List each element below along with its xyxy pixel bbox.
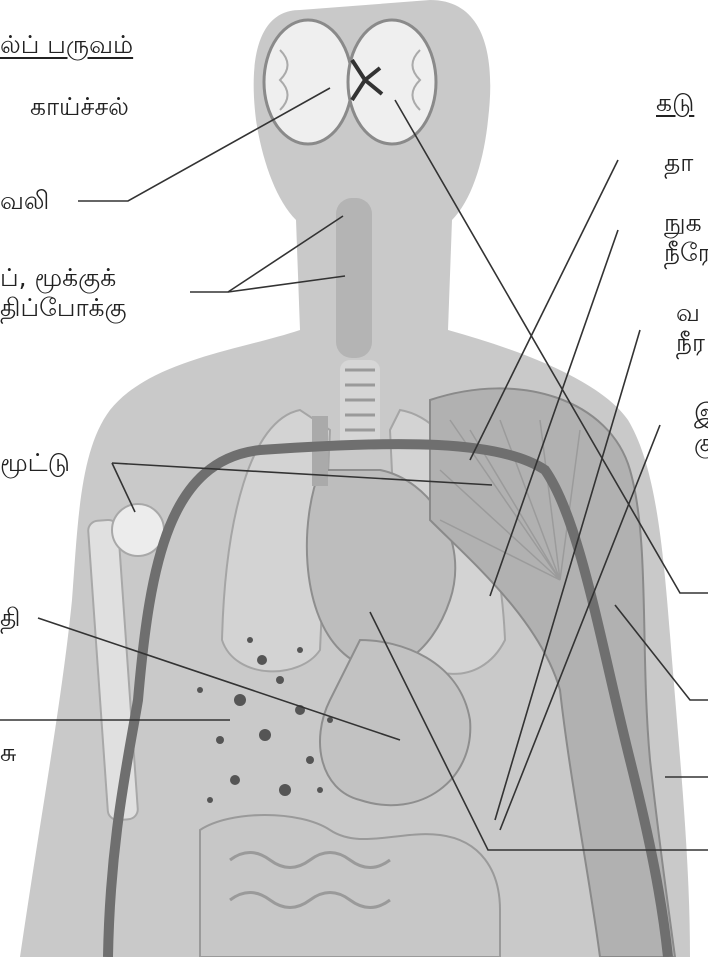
label-right-2a: நுக bbox=[664, 208, 702, 238]
left-heading: ல்ப் பருவம் bbox=[0, 30, 133, 60]
label-headache: வலி bbox=[0, 186, 49, 216]
label-cough: சு bbox=[0, 738, 16, 768]
label-right-1: தா bbox=[664, 148, 693, 178]
label-joint: மூட்டு bbox=[0, 448, 70, 478]
label-right-3b: நீர bbox=[676, 328, 705, 358]
label-right-4a: இ bbox=[694, 398, 708, 428]
label-nose-line1: ப், மூக்குக் bbox=[0, 263, 116, 293]
label-right-2b: நீரே bbox=[664, 238, 708, 268]
label-nose-line2: திப்போக்கு bbox=[0, 293, 127, 323]
label-fever: காய்ச்சல் bbox=[30, 92, 129, 122]
label-right-4b: கு bbox=[694, 428, 708, 458]
label-vomit: தி bbox=[0, 603, 20, 633]
label-right-3a: வ bbox=[676, 298, 700, 328]
right-heading: கடு bbox=[656, 88, 694, 118]
